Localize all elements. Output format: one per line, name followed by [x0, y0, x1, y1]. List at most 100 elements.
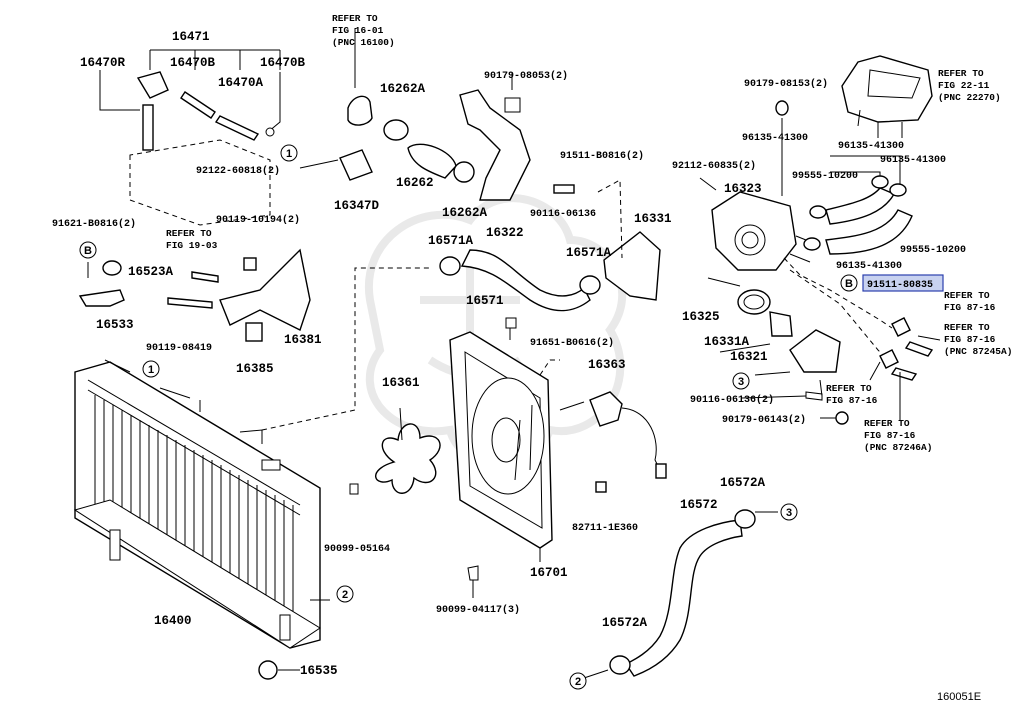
label-16322[interactable]: 16322 — [486, 226, 524, 240]
label-90116-06136-2[interactable]: 90116-06136(2) — [690, 394, 774, 406]
connector-16363[interactable] — [655, 463, 667, 479]
ref-8716d-l2[interactable]: FIG 87-16 — [864, 430, 916, 441]
label-90119-08419[interactable]: 90119-08419 — [146, 343, 212, 354]
hose-87245A[interactable] — [904, 341, 934, 357]
bolt-90119-10194[interactable] — [243, 257, 257, 271]
ref-8716b-l2[interactable]: FIG 87-16 — [944, 334, 996, 345]
label-96135-d[interactable]: 96135-41300 — [836, 261, 902, 272]
cushion-16523A[interactable] — [102, 260, 122, 276]
hose-clip-87-16b[interactable] — [879, 349, 899, 369]
label-91511-80835[interactable]: 91511-80835 — [867, 280, 933, 291]
water-inlet-16331[interactable] — [603, 231, 661, 301]
bolt-90116-06136[interactable] — [805, 391, 823, 401]
clamp-96135-b[interactable] — [803, 237, 821, 251]
label-16572[interactable]: 16572 — [680, 498, 718, 512]
cushion-16385[interactable] — [245, 322, 263, 342]
fan-16361[interactable] — [375, 423, 441, 494]
ref-8716a-l2[interactable]: FIG 87-16 — [944, 302, 996, 313]
label-16323[interactable]: 16323 — [724, 182, 762, 196]
ref-1903-l1[interactable]: REFER TO — [166, 228, 212, 239]
label-16572A-2[interactable]: 16572A — [602, 616, 648, 630]
label-16400[interactable]: 16400 — [154, 614, 192, 628]
label-16571A-1[interactable]: 16571A — [428, 234, 474, 248]
label-16701[interactable]: 16701 — [530, 566, 568, 580]
cap-16470R[interactable] — [136, 71, 169, 99]
hose-99555-lower[interactable] — [825, 209, 913, 255]
hose-16470A-short[interactable] — [180, 91, 216, 119]
clamp-96135-a[interactable] — [809, 205, 827, 219]
hose-16572[interactable] — [624, 519, 743, 677]
hose-16470A[interactable] — [214, 115, 260, 141]
label-16470R[interactable]: 16470R — [80, 56, 126, 70]
label-16321[interactable]: 16321 — [730, 350, 768, 364]
label-96135-c[interactable]: 96135-41300 — [880, 155, 946, 166]
bolt-91511-B0816[interactable] — [553, 184, 575, 194]
ref-8716d-l3[interactable]: (PNC 87246A) — [864, 442, 932, 453]
drain-cock-16535[interactable] — [258, 660, 278, 680]
hose-16571[interactable] — [460, 249, 591, 312]
clamp-16262A-top[interactable] — [383, 119, 409, 141]
label-16262A-1[interactable]: 16262A — [380, 82, 426, 96]
label-16470B-1[interactable]: 16470B — [170, 56, 216, 70]
gasket-16347D[interactable] — [339, 149, 373, 181]
hose-16262[interactable] — [407, 143, 457, 179]
label-16572A-1[interactable]: 16572A — [720, 476, 766, 490]
ref-2211-l2[interactable]: FIG 22-11 — [938, 80, 990, 91]
ref-2211-l1[interactable]: REFER TO — [938, 68, 984, 79]
label-16385[interactable]: 16385 — [236, 362, 274, 376]
label-16470B-2[interactable]: 16470B — [260, 56, 306, 70]
clamp-16262A[interactable] — [453, 161, 475, 183]
label-90179-08153[interactable]: 90179-08153(2) — [744, 78, 828, 90]
clamp-16571A-left[interactable] — [439, 256, 461, 276]
ref-8716a-l1[interactable]: REFER TO — [944, 290, 990, 301]
label-92112[interactable]: 92112-60835(2) — [672, 160, 756, 172]
label-16325[interactable]: 16325 — [682, 310, 720, 324]
label-92122[interactable]: 92122-60818(2) — [196, 165, 280, 177]
label-16381[interactable]: 16381 — [284, 333, 322, 347]
label-96135-a[interactable]: 96135-41300 — [742, 133, 808, 144]
ref-8716b-l3[interactable]: (PNC 87245A) — [944, 346, 1012, 357]
label-99555-a[interactable]: 99555-10200 — [792, 171, 858, 182]
label-16347D[interactable]: 16347D — [334, 199, 380, 213]
bolt-16523A-arm[interactable] — [191, 271, 219, 283]
label-16470A[interactable]: 16470A — [218, 76, 264, 90]
nut-90179-06143[interactable] — [835, 411, 849, 425]
label-90119-10194[interactable]: 90119-10194(2) — [216, 214, 300, 226]
label-16331[interactable]: 16331 — [634, 212, 672, 226]
label-16262[interactable]: 16262 — [396, 176, 434, 190]
radiator-16400[interactable] — [73, 267, 430, 680]
label-90116-06136[interactable]: 90116-06136 — [530, 209, 596, 220]
ref-1903-l2[interactable]: FIG 19-03 — [166, 240, 218, 251]
ref-8716c-l1[interactable]: REFER TO — [826, 383, 872, 394]
clamp-16571A-right[interactable] — [579, 275, 601, 295]
clip-82711[interactable] — [595, 481, 607, 493]
bolt-90099-04117[interactable] — [467, 565, 479, 581]
fan-motor-16363[interactable] — [589, 391, 623, 427]
label-90179-08053[interactable]: 90179-08053(2) — [484, 70, 568, 82]
label-99555-b[interactable]: 99555-10200 — [900, 245, 966, 256]
hose-top[interactable] — [347, 95, 373, 126]
ref-1601-l3[interactable]: (PNC 16100) — [332, 37, 395, 48]
ref-1601-l2[interactable]: FIG 16-01 — [332, 25, 384, 36]
tube-16470R[interactable] — [142, 104, 154, 151]
ref-8716d-l1[interactable]: REFER TO — [864, 418, 910, 429]
clamp-96135-c[interactable] — [871, 175, 889, 189]
ref-1601-l1[interactable]: REFER TO — [332, 13, 378, 24]
water-inlet-16321[interactable] — [789, 329, 841, 373]
label-16331A[interactable]: 16331A — [704, 335, 750, 349]
label-16471[interactable]: 16471 — [172, 30, 210, 44]
label-90099-05164[interactable]: 90099-05164 — [324, 544, 390, 555]
ref-2211-l3[interactable]: (PNC 22270) — [938, 92, 1001, 103]
clamp-16572A-lower[interactable] — [609, 655, 631, 675]
label-16533[interactable]: 16533 — [96, 318, 134, 332]
nut-90179-08153[interactable] — [775, 100, 789, 116]
label-16363[interactable]: 16363 — [588, 358, 626, 372]
bracket-16533[interactable] — [78, 289, 125, 307]
bolt-90119-08419[interactable] — [167, 297, 213, 309]
clip-90099-05164[interactable] — [349, 483, 359, 495]
hose-87246A[interactable] — [890, 367, 918, 381]
hose-clip-87-16a[interactable] — [891, 317, 911, 337]
clamp-16572A-upper[interactable] — [734, 509, 756, 529]
label-16262A-2[interactable]: 16262A — [442, 206, 488, 220]
water-outlet-16322[interactable] — [459, 89, 531, 201]
